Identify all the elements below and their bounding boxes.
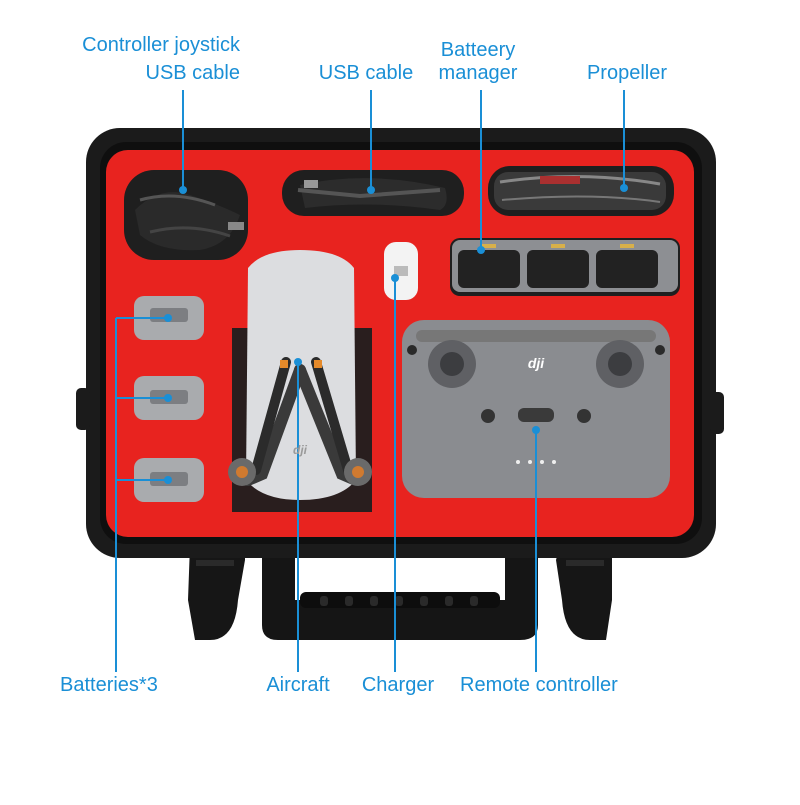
battery-manager-label-line2: manager (438, 62, 518, 84)
charger-label: Charger (361, 674, 435, 696)
charger (384, 242, 418, 300)
usb-cable-label: USB cable (318, 62, 414, 84)
aircraft-logo: dji (293, 443, 308, 457)
aircraft-label: Aircraft (266, 674, 330, 696)
case-latch-right (556, 545, 612, 640)
battery-manager-label-line1: Batteery (440, 39, 516, 61)
remote-controller-label: Remote controller (460, 674, 618, 696)
propeller-bag (494, 172, 666, 210)
joystick-cable-pile (135, 192, 244, 251)
controller-joystick-label-line1: Controller joystick (82, 34, 240, 56)
aircraft-drone (228, 250, 372, 500)
controller-joystick-label-line2: USB cable (145, 62, 241, 84)
remote-controller (402, 320, 670, 498)
case-handle (262, 545, 538, 640)
propeller-label: Propeller (586, 62, 668, 84)
usb-cable-coil (297, 178, 447, 210)
controller-logo: dji (528, 355, 545, 371)
callout-dots (164, 184, 628, 484)
batteries-label: Batteries*3 (60, 674, 158, 696)
battery-manager-hub (452, 240, 678, 292)
callout-lines (115, 90, 625, 672)
case-latch-left (188, 545, 245, 640)
